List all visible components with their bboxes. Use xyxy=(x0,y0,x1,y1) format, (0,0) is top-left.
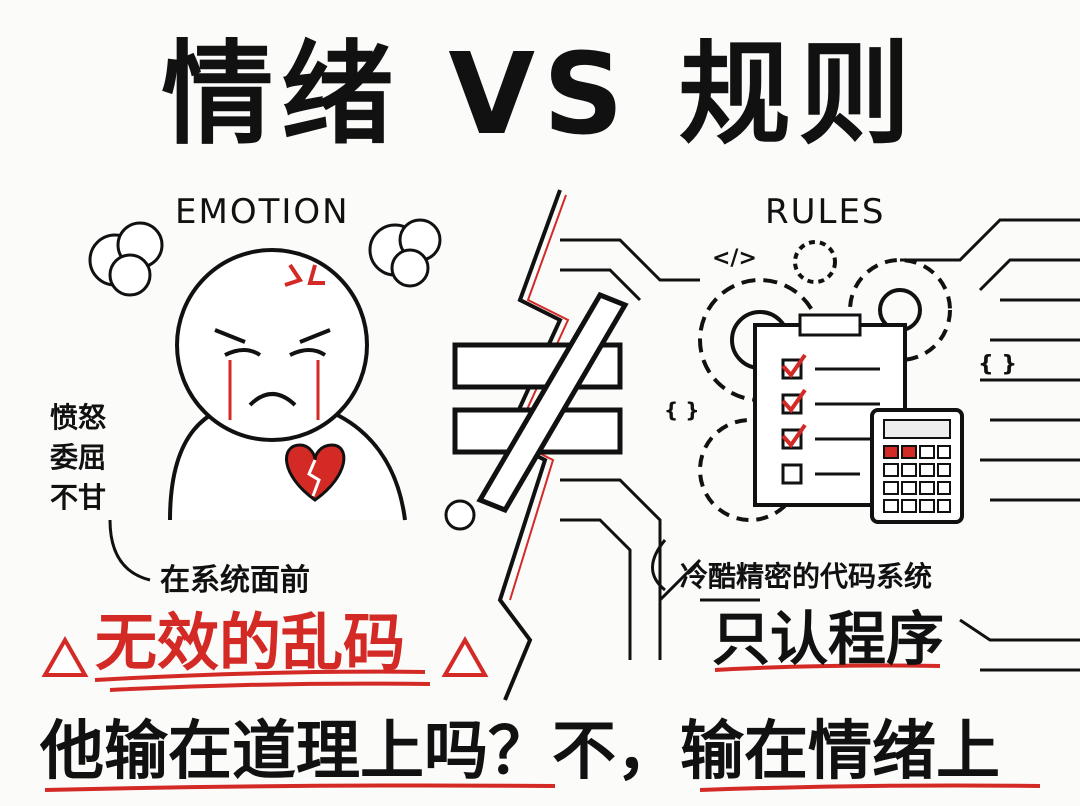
left-highlight: 无效的乱码 xyxy=(95,606,406,679)
page-title: 情绪 VS 规则 xyxy=(161,30,919,160)
angry-face-icon xyxy=(168,248,407,521)
not-equal-icon xyxy=(452,291,629,514)
feeling-unwilling: 不甘 xyxy=(50,481,107,514)
circuit-lines-icon xyxy=(560,218,1080,672)
code-symbol: { } xyxy=(978,352,1017,377)
feeling-anger: 愤怒 xyxy=(50,401,107,434)
feeling-grievance: 委屈 xyxy=(50,441,107,474)
calculator-icon xyxy=(870,408,964,524)
warning-icon xyxy=(41,635,489,677)
left-caption: 在系统面前 xyxy=(160,563,310,598)
rules-label: RULES xyxy=(765,192,886,232)
clipboard-checklist-icon xyxy=(753,313,907,507)
right-caption: 冷酷精密的代码系统 xyxy=(680,560,933,593)
code-symbol: { } xyxy=(664,398,700,422)
bottom-line: 他输在道理上吗？不，输在情绪上 xyxy=(40,715,1000,789)
emotion-label: EMOTION xyxy=(175,192,350,232)
feelings-list: 愤怒 委屈 不甘 xyxy=(50,398,106,518)
code-symbol: </> xyxy=(712,246,757,271)
arrow xyxy=(108,519,151,582)
steam-cloud-icon xyxy=(88,218,476,531)
right-highlight: 只认程序 xyxy=(712,605,945,673)
